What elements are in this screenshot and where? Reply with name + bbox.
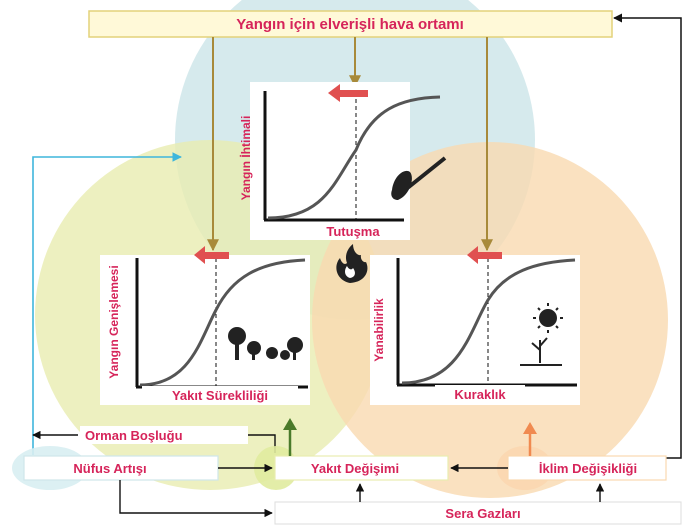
climate-change-label: İklim Değişikliği [539,461,637,476]
chart-drought: Yanabilirlik Kuraklık [370,246,580,405]
spread-red-arrow [205,252,229,259]
trees-icon [228,327,303,360]
feedback-arrow [613,13,682,459]
drought-curve [401,258,576,385]
drought-ylabel: Yanabilirlik [372,298,386,362]
ignition-xlabel: Tutuşma [326,224,380,239]
population-box [23,455,219,481]
match-icon [391,156,447,200]
population-label: Nüfus Artışı [73,461,146,476]
drought-xlabel: Kuraklık [454,387,506,402]
climate-change-box [507,455,667,481]
ignition-curve [267,95,441,220]
spread-ylabel: Yangın Genişlemesi [107,265,121,378]
cyan-arrow [32,152,182,455]
ignition-red-arrow [340,90,368,97]
top-banner-box [88,10,613,38]
chart-ignition: Yangın İhtimali Tutuşma [238,82,447,240]
chart-spread: Yangın Genişlemesi Yakıt Sürekliliği [100,246,310,405]
dry-plant-icon [520,337,562,366]
forest-gap-label: Orman Boşluğu [85,428,183,443]
fuel-change-label: Yakıt Değişimi [311,461,399,476]
sun-icon [533,303,563,333]
top-banner-label: Yangın için elverişli hava ortamı [236,16,464,33]
drought-red-arrow [478,252,502,259]
greenhouse-box [274,501,682,525]
fuel-change-box [274,455,449,481]
ignition-ylabel: Yangın İhtimali [238,116,253,201]
spread-curve [139,258,306,387]
greenhouse-label: Sera Gazları [445,506,520,521]
flame-icon [336,244,368,283]
arrow-pop-to-gas [119,480,273,518]
spread-xlabel: Yakıt Sürekliliği [172,388,268,403]
